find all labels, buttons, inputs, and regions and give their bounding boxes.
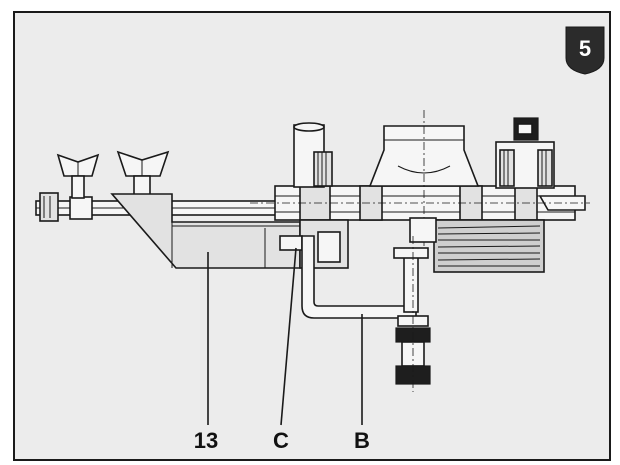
central-housing	[368, 110, 480, 250]
coil-block	[409, 217, 545, 273]
base-plate	[250, 185, 590, 221]
leader-line-c	[280, 247, 297, 426]
vertical-post	[293, 122, 333, 188]
wing-nut-icon	[116, 150, 170, 197]
callout-label-c: C	[273, 428, 289, 453]
rod-b	[301, 235, 431, 392]
figure-badge-number: 5	[579, 36, 591, 61]
callout-label-b: B	[354, 428, 370, 453]
figure-badge: 5	[565, 26, 605, 75]
valve-block	[495, 117, 555, 189]
callout-label-13: 13	[194, 428, 218, 453]
wing-nut-icon	[56, 153, 100, 199]
